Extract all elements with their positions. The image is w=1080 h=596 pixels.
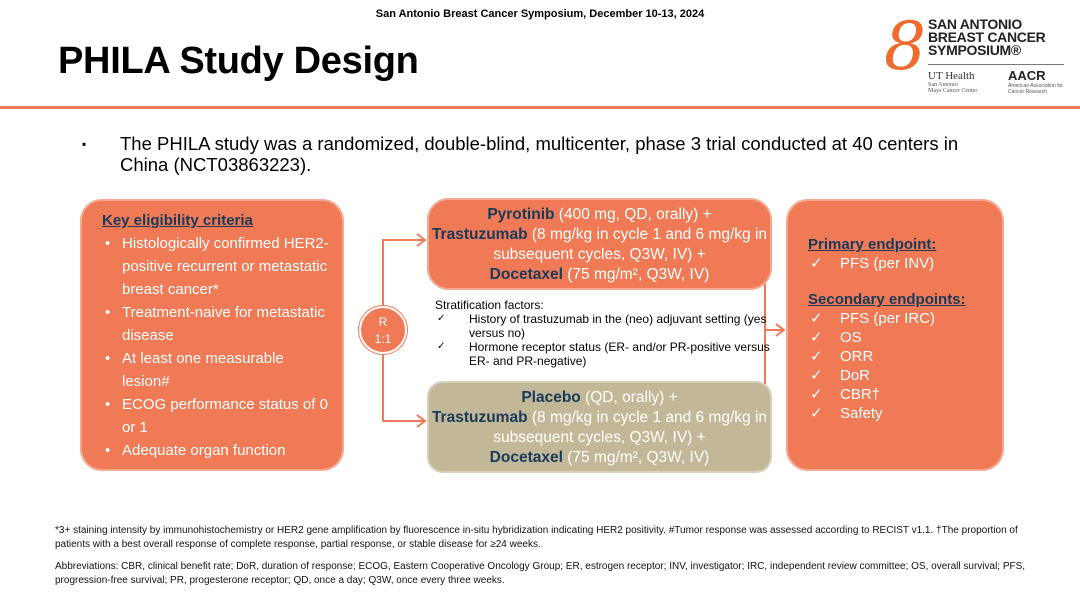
randomization-label: R bbox=[378, 315, 388, 329]
intro-bullet: ▪ The PHILA study was a randomized, doub… bbox=[82, 133, 962, 175]
eligibility-title: Key eligibility criteria bbox=[102, 212, 253, 229]
endpoint-item: OS bbox=[808, 328, 994, 347]
randomization-ratio: 1:1 bbox=[374, 332, 392, 346]
stratification-item: Hormone receptor status (ER- and/or PR-p… bbox=[435, 340, 775, 368]
abbreviations-text: Abbreviations: CBR, clinical benefit rat… bbox=[55, 561, 1026, 586]
intro-text: The PHILA study was a randomized, double… bbox=[120, 133, 959, 175]
drug-name: Docetaxel bbox=[489, 266, 563, 283]
eligibility-item: Treatment-naive for metastatic disease bbox=[102, 301, 334, 347]
primary-endpoint-title: Primary endpoint: bbox=[808, 236, 937, 253]
logo-line: SAN ANTONIO bbox=[928, 16, 1022, 32]
endpoint-item: DoR bbox=[808, 366, 994, 385]
pyrotinib-arm-box: Pyrotinib (400 mg, QD, orally) + Trastuz… bbox=[427, 198, 772, 290]
drug-name: Docetaxel bbox=[489, 449, 563, 466]
secondary-endpoints-title: Secondary endpoints: bbox=[808, 291, 966, 308]
eligibility-item: Adequate organ function bbox=[102, 439, 334, 462]
endpoint-item: ORR bbox=[808, 347, 994, 366]
ribbon-logo-icon: 8 bbox=[884, 8, 926, 85]
dose-text: (75 mg/m², Q3W, IV) bbox=[562, 266, 710, 283]
eligibility-item: At least one measurable lesion# bbox=[102, 347, 334, 393]
drug-name: Trastuzumab bbox=[431, 226, 528, 243]
dose-text: (400 mg, QD, orally) + bbox=[554, 206, 712, 223]
randomization-circle: R 1:1 bbox=[359, 306, 407, 354]
endpoint-item: PFS (per IRC) bbox=[808, 309, 994, 328]
bullet-icon: ▪ bbox=[82, 137, 87, 151]
placebo-arm-box: Placebo (QD, orally) + Trastuzumab (8 mg… bbox=[427, 381, 772, 473]
endpoint-item: Safety bbox=[808, 404, 994, 423]
dose-text: (QD, orally) + bbox=[580, 389, 678, 406]
dose-text: (75 mg/m², Q3W, IV) bbox=[562, 449, 710, 466]
endpoint-item: PFS (per INV) bbox=[808, 254, 994, 273]
dose-text: (8 mg/kg in cycle 1 and 6 mg/kg in subse… bbox=[493, 226, 768, 263]
drug-name: Placebo bbox=[521, 389, 581, 406]
footnote-text: *3+ staining intensity by immunohistoche… bbox=[55, 525, 1018, 550]
eligibility-item: Histologically confirmed HER2-positive r… bbox=[102, 232, 334, 301]
logo-line: SYMPOSIUM® bbox=[928, 42, 1021, 58]
header-divider bbox=[0, 106, 1080, 109]
endpoint-item: CBR† bbox=[808, 385, 994, 404]
stratification-title: Stratification factors: bbox=[435, 298, 544, 312]
endpoints-box: Primary endpoint: PFS (per INV) Secondar… bbox=[786, 199, 1004, 471]
dose-text: (8 mg/kg in cycle 1 and 6 mg/kg in subse… bbox=[493, 409, 768, 446]
footnotes: *3+ staining intensity by immunohistoche… bbox=[55, 524, 1055, 596]
stratification-factors: Stratification factors: History of trast… bbox=[435, 298, 775, 368]
logo-line: BREAST CANCER bbox=[928, 29, 1046, 45]
eligibility-box: Key eligibility criteria Histologically … bbox=[80, 199, 344, 471]
slide-title: PHILA Study Design bbox=[58, 40, 419, 82]
drug-name: Pyrotinib bbox=[487, 206, 555, 223]
stratification-item: History of trastuzumab in the (neo) adju… bbox=[435, 312, 775, 340]
conference-header: San Antonio Breast Cancer Symposium, Dec… bbox=[375, 8, 705, 20]
eligibility-item: ECOG performance status of 0 or 1 bbox=[102, 393, 334, 439]
drug-name: Trastuzumab bbox=[431, 409, 528, 426]
